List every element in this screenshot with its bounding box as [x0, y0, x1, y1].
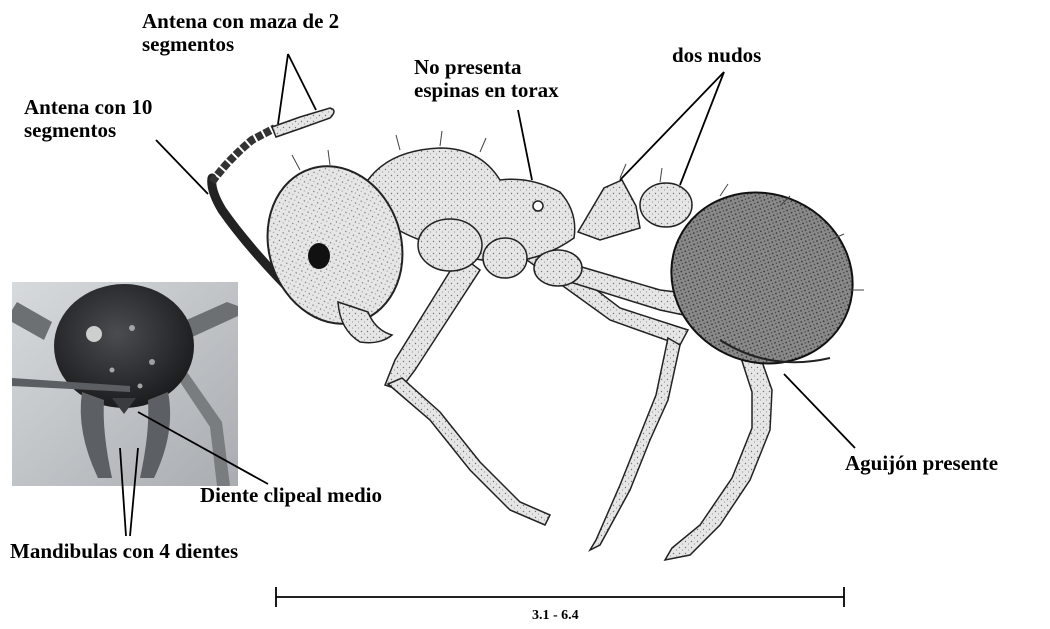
- label-antenna-club: Antena con maza de 2 segmentos: [142, 10, 339, 56]
- leader-no-spines: [518, 110, 532, 180]
- postpetiole-node: [640, 183, 692, 227]
- label-no-spines-line2: espinas en torax: [414, 79, 559, 102]
- label-sting: Aguijón presente: [845, 452, 998, 475]
- label-mandibles-line1: Mandibulas con 4 dientes: [10, 540, 238, 563]
- label-sting-line1: Aguijón presente: [845, 452, 998, 475]
- antenna-club: [272, 108, 334, 137]
- spiracle: [533, 201, 543, 211]
- leader-node-1: [620, 72, 724, 180]
- label-clypeal-tooth-line1: Diente clipeal medio: [200, 484, 382, 507]
- antenna-funiculus: [212, 128, 275, 182]
- label-antenna-segments-line1: Antena con 10: [24, 96, 152, 119]
- leader-clypeal-tooth: [138, 412, 268, 484]
- label-antenna-club-line1: Antena con maza de 2: [142, 10, 339, 33]
- leg-mid-tibia: [590, 338, 680, 550]
- leader-sting: [784, 374, 855, 448]
- label-antenna-segments-line2: segmentos: [24, 119, 152, 142]
- label-no-spines-line1: No presenta: [414, 56, 559, 79]
- coxa-mid: [483, 238, 527, 278]
- leader-mandible-1: [120, 448, 126, 536]
- scale-text: 3.1 - 6.4: [532, 608, 579, 624]
- label-antenna-club-line2: segmentos: [142, 33, 339, 56]
- coxa-front: [418, 219, 482, 271]
- compound-eye: [308, 243, 330, 269]
- label-two-nodes-line1: dos nudos: [672, 44, 761, 67]
- leg-front-tibia: [388, 378, 550, 525]
- petiole-node: [578, 180, 640, 240]
- label-mandibles: Mandibulas con 4 dientes: [10, 540, 238, 563]
- label-no-spines: No presenta espinas en torax: [414, 56, 559, 102]
- coxa-hind: [534, 250, 582, 286]
- leader-club-2: [288, 54, 316, 110]
- leader-antenna-segments: [156, 140, 208, 194]
- label-clypeal-tooth: Diente clipeal medio: [200, 484, 382, 507]
- leader-club-1: [278, 54, 288, 124]
- scale-bar: [276, 587, 844, 607]
- leader-node-2: [680, 72, 724, 185]
- label-two-nodes: dos nudos: [672, 44, 761, 67]
- label-antenna-segments: Antena con 10 segmentos: [24, 96, 152, 142]
- leader-mandible-2: [130, 448, 138, 536]
